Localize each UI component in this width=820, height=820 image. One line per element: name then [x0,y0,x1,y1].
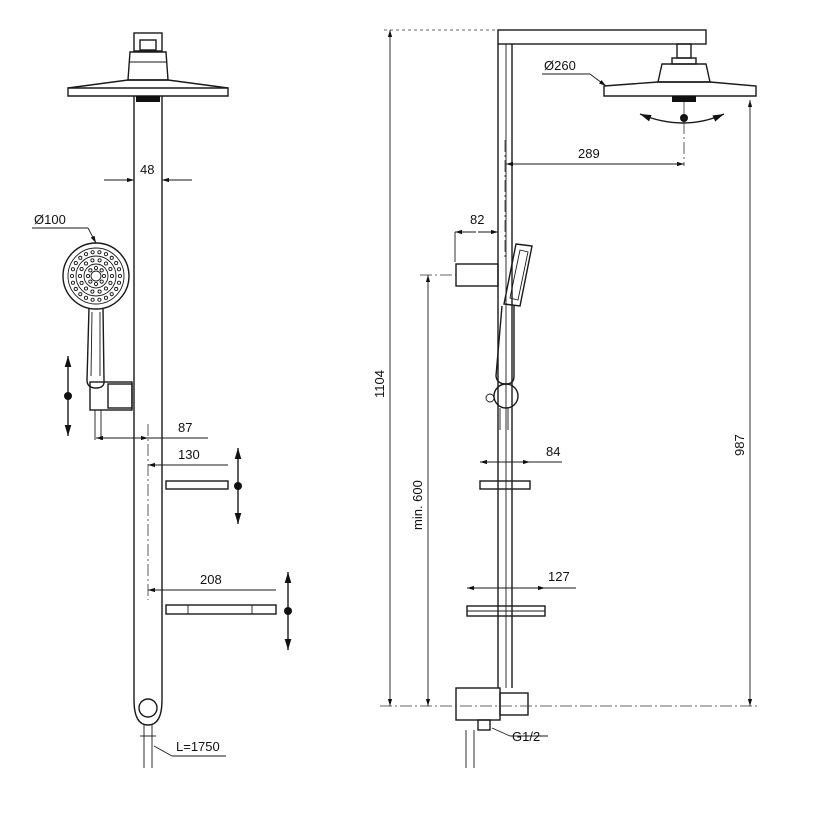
side-view: Ø260 289 82 [372,29,760,768]
nozzle-dot [85,273,91,279]
side-large-shelf: 127 [466,569,576,617]
nozzle-dot [93,265,99,271]
side-inlet-connector [455,687,529,768]
handshower-diameter-label: Ø100 [34,212,66,227]
nozzle-dot [103,286,109,291]
front-overhead-mount [127,32,169,81]
nozzle-dot [109,255,114,260]
front-overhead-shower [67,79,229,102]
holder-depth-dimension: 82 [454,212,498,262]
holder-depth-label: 82 [470,212,484,227]
nozzle-dot [114,260,119,266]
nozzle-dot [116,280,122,285]
arm-projection-label: 289 [578,146,600,161]
small-shelf-depth-label: 84 [546,444,560,459]
nozzle-dot [83,286,89,291]
nozzle-dot [114,286,119,292]
front-shower-bar [133,96,163,768]
nozzle-dot [78,292,83,297]
bar-width-dimension: 48 [104,162,192,183]
nozzle-dot [73,286,78,292]
nozzle-dot [79,280,84,285]
holder-offset-dimension: 87 [96,420,208,600]
holder-min-height-label: min. 600 [410,480,425,530]
nozzle-dot [103,295,109,300]
nozzle-dot [69,273,75,279]
nozzle-dot [117,273,123,279]
nozzle-dot [90,297,95,302]
side-shower-arm [497,29,711,83]
total-height-label: 1104 [372,370,387,398]
small-shelf-width-label: 130 [178,447,200,462]
nozzle-dot [116,267,122,272]
nozzle-dot [90,289,95,294]
nozzle-dot [97,258,102,263]
nozzle-dot [97,289,102,294]
nozzle-dot [88,268,93,273]
side-overhead-shower [603,81,757,124]
front-hand-shower [62,242,133,440]
inlet-thread-label: G1/2 [512,729,540,744]
holder-offset-label: 87 [178,420,192,435]
nozzle-dot [90,250,95,255]
total-height-dimension: 1104 [372,29,498,706]
overhead-diameter-label: Ø260 [544,58,576,73]
large-shelf-width-label: 208 [200,572,222,587]
front-small-shelf: 130 [148,447,242,524]
arm-projection-dimension: 289 [506,102,685,167]
nozzle-dot [97,297,102,302]
nozzle-dot [83,252,89,257]
nozzle-dot [99,268,104,273]
nozzle-dot [70,280,76,285]
nozzle-dot [108,267,113,272]
nozzle-dot [88,279,93,284]
nozzle-dot [90,258,95,263]
nozzle-dot [78,255,83,260]
front-view: 48 Ø100 8 [32,32,292,768]
nozzle-dot [101,273,107,279]
overhead-height-label: 987 [732,434,747,456]
nozzle-dot [77,273,83,279]
nozzle-dot [109,273,115,279]
side-hand-shower [455,243,533,430]
nozzle-dot [109,292,114,297]
nozzle-dot [103,252,109,257]
nozzle-dot [73,260,78,266]
handshower-nozzles [69,250,123,302]
nozzle-dot [97,250,102,255]
holder-adjust-arrow [64,356,72,436]
front-large-shelf: 208 [148,572,292,650]
large-shelf-depth-label: 127 [548,569,570,584]
hose-length-label: L=1750 [176,739,220,754]
nozzle-dot [108,280,113,285]
nozzle-dot [93,281,99,287]
overhead-height-dimension: 987 [732,100,753,706]
nozzle-dot [103,261,109,266]
nozzle-dot [70,267,76,272]
nozzle-dot [99,279,104,284]
nozzle-dot [83,261,89,266]
holder-min-height-dimension: min. 600 [410,274,456,706]
nozzle-dot [79,267,84,272]
bar-width-label: 48 [140,162,154,177]
side-small-shelf: 84 [479,444,562,490]
side-shower-bar [497,44,513,688]
nozzle-dot [83,295,89,300]
